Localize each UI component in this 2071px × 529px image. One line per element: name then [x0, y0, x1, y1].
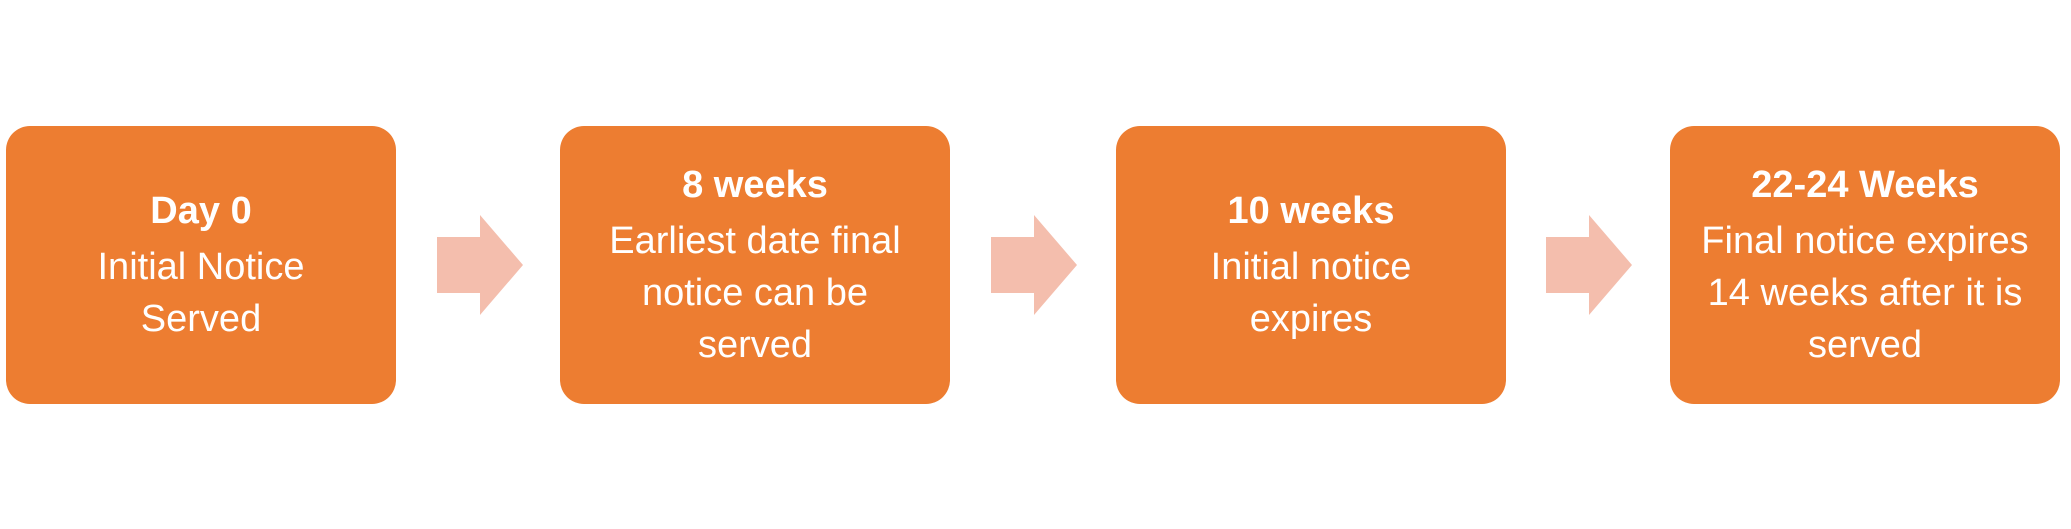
step-heading: 22-24 Weeks — [1751, 164, 1979, 206]
timeline-step-10-weeks: 10 weeks Initial notice expires — [1116, 126, 1506, 404]
timeline-step-22-24-weeks: 22-24 Weeks Final notice expires 14 week… — [1670, 126, 2060, 404]
step-heading: Day 0 — [150, 190, 252, 232]
right-arrow-icon — [1546, 215, 1632, 315]
step-description: Final notice expires 14 weeks after it i… — [1701, 220, 2029, 366]
timeline-step-8-weeks: 8 weeks Earliest date final notice can b… — [560, 126, 950, 404]
step-heading: 10 weeks — [1227, 190, 1395, 232]
step-description: Initial notice expires — [1210, 246, 1412, 340]
right-arrow-icon — [991, 215, 1077, 315]
step-description: Initial Notice Served — [97, 246, 305, 340]
step-description: Earliest date final notice can be served — [609, 220, 901, 366]
timeline-step-day-0: Day 0 Initial Notice Served — [6, 126, 396, 404]
step-heading: 8 weeks — [682, 164, 828, 206]
right-arrow-icon — [437, 215, 523, 315]
